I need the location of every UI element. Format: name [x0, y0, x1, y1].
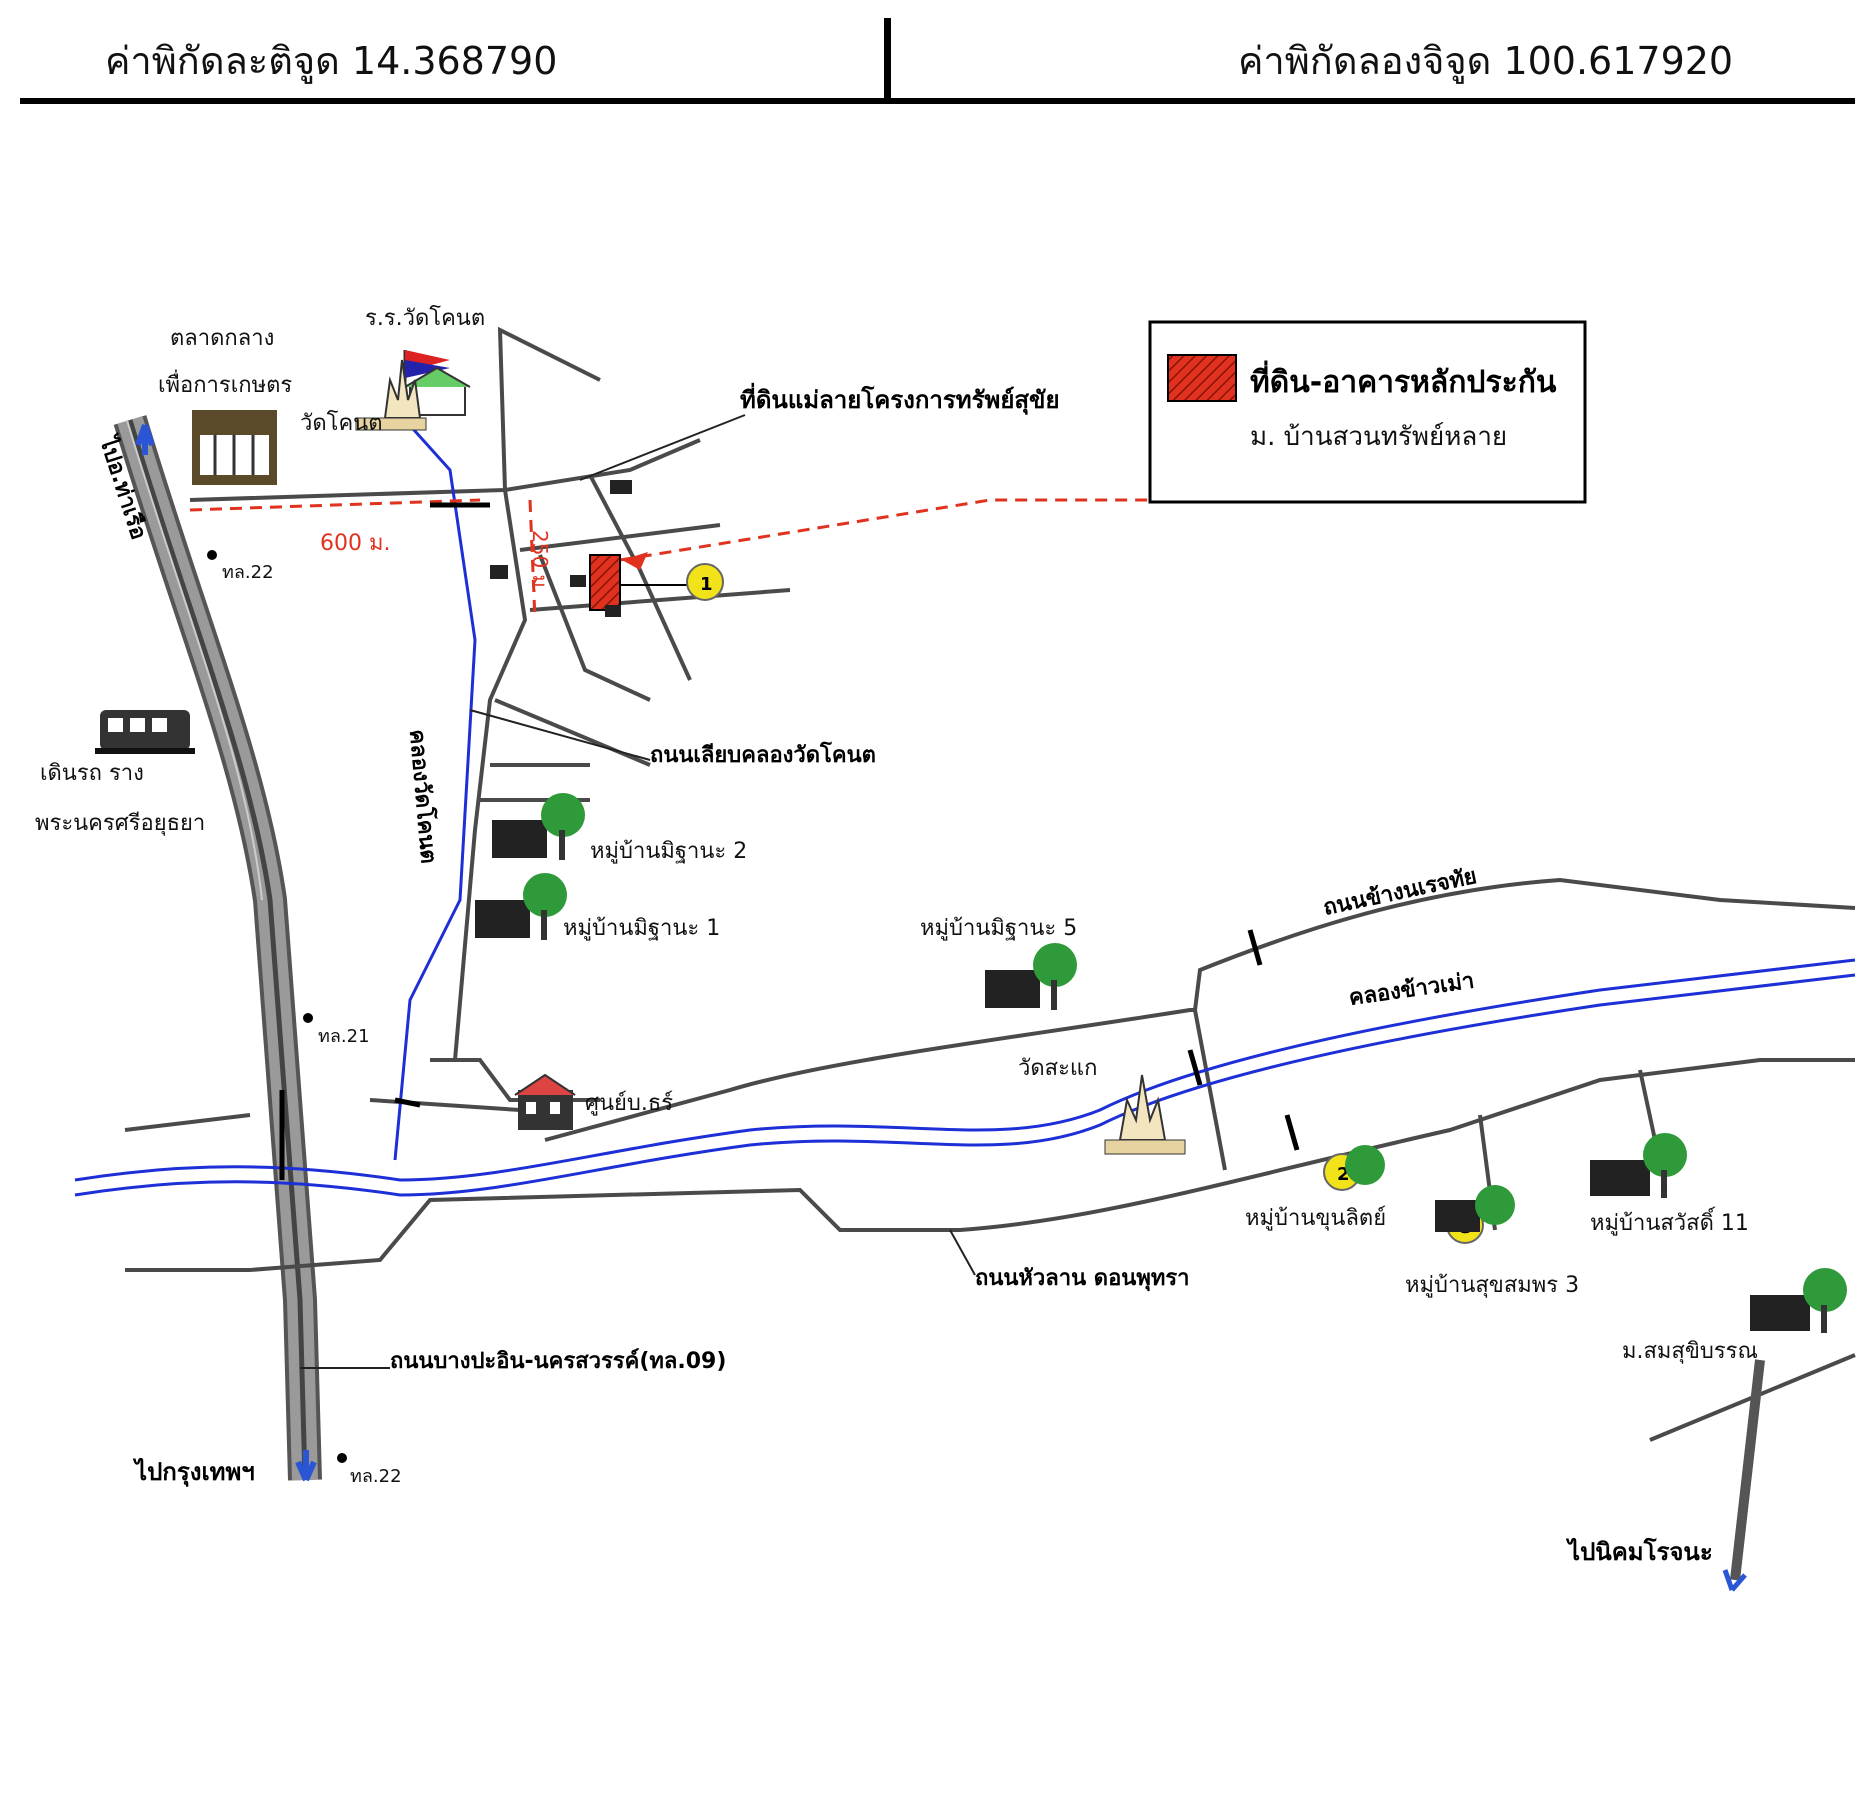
- watsaman-label: วัดสะแก: [1018, 1056, 1097, 1081]
- legend-subtitle: ม. บ้านสวนทรัพย์หลาย: [1250, 422, 1507, 452]
- legend-swatch-icon: [1167, 354, 1237, 402]
- temple-top-label: วัดโคนต: [300, 410, 383, 436]
- hl21-label: ทล.21: [318, 1026, 370, 1047]
- distance-line-red: [189, 498, 1150, 621]
- village-5-icon: [985, 943, 1077, 1010]
- km-dot-3-icon: [337, 1453, 347, 1463]
- temple-icon: [355, 359, 427, 431]
- road-bottom-label: ถนนหัวลาน ดอนพุทรา: [975, 1266, 1190, 1292]
- bottom-school-icon: [514, 1073, 576, 1130]
- village-1-icon: [475, 873, 567, 940]
- road-bottom-leader: [949, 1229, 976, 1276]
- header-divider: [20, 98, 1855, 104]
- station-icon: [95, 710, 195, 754]
- marker-1-label: 1: [700, 574, 713, 595]
- school-bottom-label: ศูนย์บ.ธร์: [585, 1091, 673, 1116]
- village-last-label: หมู่บ้านสวัสดิ์ 11: [1590, 1207, 1749, 1236]
- station-label: เดินรถ ราง พระนครศรีอยุธยา: [35, 761, 205, 836]
- to-bangkok-label: ไปกรุงเทพฯ: [132, 1457, 255, 1488]
- village-sukhothai-icon: [1435, 1185, 1515, 1232]
- arrow-north-icon: [135, 424, 155, 455]
- property-marker-icon: [589, 554, 621, 611]
- km-dot-icon: [207, 550, 217, 560]
- coordinate-header: ค่าพิกัดละติจูด 14.368790 ค่าพิกัดลองจิจ…: [0, 0, 1868, 110]
- longitude-label: ค่าพิกัดลองจิจูด 100.617920: [1238, 39, 1734, 83]
- target-arrow-icon: [622, 552, 648, 570]
- canals: [74, 418, 1856, 1197]
- main-highway: [113, 415, 322, 1481]
- village-2-icon: [492, 793, 585, 860]
- village-sukhumvit-icon: [1750, 1268, 1847, 1333]
- dist-250-label: 250 ม.: [528, 530, 552, 594]
- canal-road-leader: [469, 709, 651, 761]
- dist-600-label: 600 ม.: [320, 531, 390, 556]
- canal-vertical-label: คลองวัดโคนต: [404, 728, 443, 864]
- village-sukhothai-label: หมู่บ้านสุขสมพร 3: [1405, 1273, 1579, 1298]
- canal-khaomao-label: คลองข้าวเม่า: [1347, 969, 1476, 1011]
- road-nekkhua-label: ถนนข้างนเรจทัย: [1321, 864, 1479, 921]
- bridges: [279, 502, 1300, 1180]
- village-2-label: หมู่บ้านมิฐานะ 2: [590, 839, 747, 864]
- legend-title: ที่ดิน-อาคารหลักประกัน: [1250, 360, 1557, 400]
- legend-box: [1148, 320, 1587, 504]
- canal-road-label: ถนนเลียบคลองวัดโคนต: [650, 741, 876, 768]
- local-roads: [124, 326, 1856, 1442]
- project-label: ที่ดินแม่ลายโครงการทรัพย์สุขัย: [740, 382, 1060, 416]
- village-khunsit-label: หมู่บ้านขุนลิตย์: [1245, 1206, 1386, 1231]
- village-last-icon: [1590, 1133, 1687, 1198]
- hl22-top-label: ทล.22: [222, 562, 274, 583]
- village-5-label: หมู่บ้านมิฐานะ 5: [920, 916, 1077, 941]
- village-1-label: หมู่บ้านมิฐานะ 1: [563, 916, 720, 941]
- project-leader: [579, 414, 746, 481]
- highway-label: ถนนบางปะอิน-นครสวรรค์(ทล.09): [390, 1348, 726, 1374]
- marker-1-icon: [686, 563, 724, 601]
- market-label: ตลาดกลาง เพื่อการเกษตร: [158, 326, 292, 398]
- latitude-label: ค่าพิกัดละติจูด 14.368790: [105, 39, 558, 83]
- school-label: ร.ร.วัดโคนต: [365, 305, 485, 331]
- rojana-road: [1730, 1359, 1765, 1581]
- market-icon: [192, 410, 277, 485]
- village-sukhumvit-label: ม.สมสุขิบรรณ: [1622, 1339, 1758, 1364]
- temple-bottom-icon: [1104, 1074, 1186, 1155]
- arrow-rojana-icon: [1722, 1569, 1747, 1592]
- arrow-south-icon: [295, 1450, 317, 1482]
- header-separator: [884, 18, 891, 102]
- to-rojana-label: ไปนิคมโรจนะ: [1565, 1537, 1713, 1566]
- small-houses: [490, 480, 632, 617]
- village-khunsit-icon: [1345, 1145, 1385, 1185]
- km-dot-2-icon: [303, 1013, 313, 1023]
- hl22-bottom-label: ทล.22: [350, 1466, 402, 1487]
